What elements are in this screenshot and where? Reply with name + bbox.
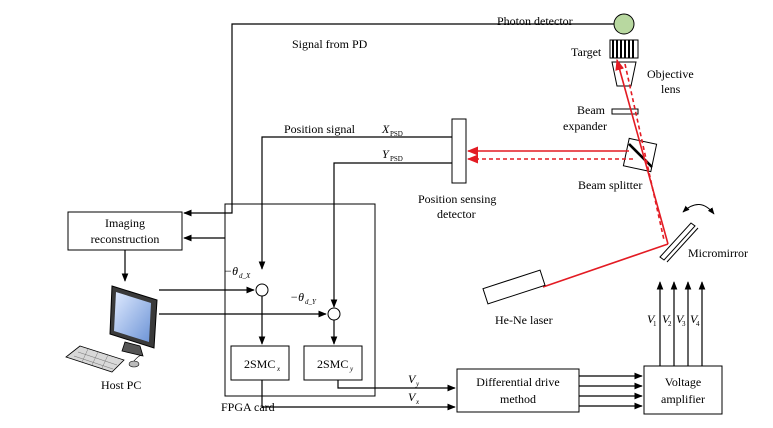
position-sensing-label: Position sensing — [418, 192, 496, 206]
position-sensing-detector — [451, 118, 467, 184]
micromirror — [659, 222, 699, 263]
x-psd-subscript: PSD — [390, 130, 403, 138]
desktop-computer-icon — [65, 285, 158, 373]
v3-subscript: 3 — [682, 320, 686, 328]
lens-label: lens — [661, 82, 681, 96]
y-psd-wire — [330, 162, 452, 308]
fpga-card-boundary — [224, 203, 376, 397]
smc-y-label: 2SMC — [317, 357, 348, 371]
beam-label: Beam — [577, 103, 606, 117]
fpga-card-label: FPGA card — [221, 400, 275, 414]
beam-expander — [611, 108, 639, 115]
v1-label: V — [647, 312, 656, 326]
v4-subscript: 4 — [696, 320, 700, 328]
position-signal-label: Position signal — [284, 122, 356, 136]
differential-drive-box — [456, 368, 580, 413]
reconstruction-label: reconstruction — [91, 232, 160, 246]
voltage-label: Voltage — [665, 375, 701, 389]
vy-subscript: y — [415, 380, 420, 388]
theta-y-label: −θ — [290, 290, 304, 304]
micromirror-label: Micromirror — [688, 246, 748, 260]
photon-detector — [613, 13, 635, 35]
photon-detector-label: Photon detector — [497, 14, 573, 28]
he-ne-laser — [482, 269, 546, 305]
smc-y-subscript: y — [349, 365, 354, 373]
he-ne-laser-label: He-Ne laser — [495, 313, 553, 327]
theta-x-subscript: d_X — [239, 272, 251, 280]
v3-label: V — [676, 312, 685, 326]
theta-x-label: −θ — [224, 264, 238, 278]
expander-label: expander — [563, 119, 607, 133]
signal-from-pd-label: Signal from PD — [292, 37, 368, 51]
smc-x-box — [230, 345, 290, 381]
method-label: method — [500, 392, 536, 406]
detector-label: detector — [437, 207, 476, 221]
vy-wire — [337, 380, 456, 392]
theta-y-subscript: d_Y — [305, 298, 317, 306]
target-label: Target — [571, 45, 602, 59]
host-pc-label: Host PC — [101, 378, 141, 392]
y-psd-subscript: PSD — [390, 155, 403, 163]
differential-label: Differential drive — [476, 375, 559, 389]
smc-x-label: 2SMC — [244, 357, 275, 371]
amplifier-to-micromirror-wires — [656, 281, 706, 366]
vx-wire — [261, 380, 456, 411]
laser-beam-path — [466, 58, 669, 288]
x-psd-label: X — [381, 122, 390, 136]
vx-label: V — [408, 390, 417, 404]
drive-to-amplifier-wires — [579, 372, 643, 410]
beam-splitter-label: Beam splitter — [578, 178, 642, 192]
beam-splitter — [622, 137, 658, 173]
objective-label: Objective — [647, 67, 694, 81]
v4-label: V — [690, 312, 699, 326]
vy-label: V — [408, 372, 417, 386]
sum-junction-y — [327, 307, 341, 321]
smc-y-box — [303, 345, 363, 381]
vx-subscript: x — [415, 398, 420, 406]
v1-subscript: 1 — [653, 320, 657, 328]
target-grating — [609, 39, 639, 59]
voltage-amplifier-box — [643, 365, 723, 415]
y-psd-label: Y — [382, 147, 390, 161]
signal-from-pd-wire — [183, 23, 614, 217]
amplifier-label: amplifier — [661, 392, 705, 406]
v2-subscript: 2 — [668, 320, 672, 328]
x-psd-wire — [258, 136, 452, 270]
imaging-label: Imaging — [105, 216, 145, 230]
micromirror-rotation-arrow — [682, 204, 715, 215]
sum-junction-x — [255, 283, 269, 297]
smc-x-subscript: x — [276, 365, 281, 373]
imaging-reconstruction-box — [67, 211, 183, 251]
v2-label: V — [662, 312, 671, 326]
